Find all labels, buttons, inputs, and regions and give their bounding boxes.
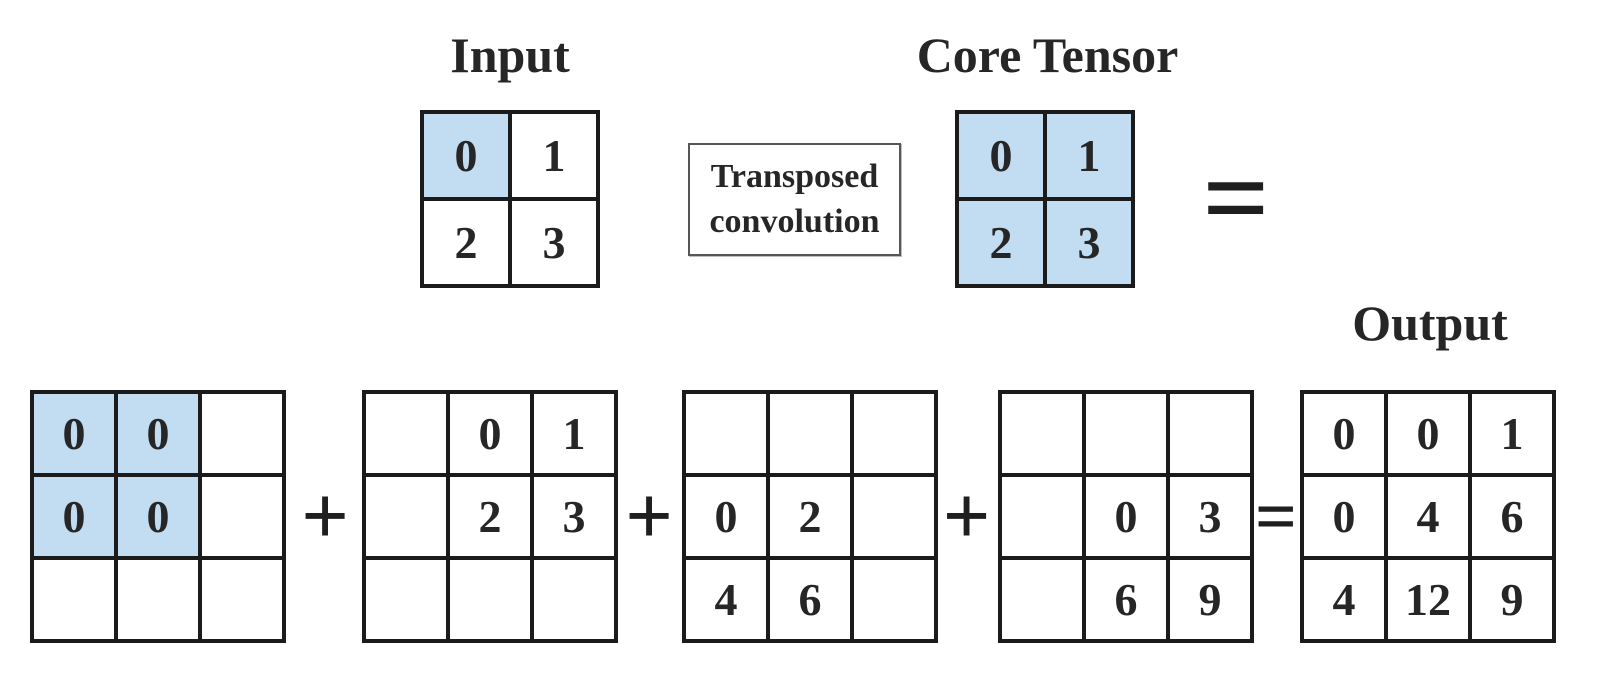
matrix-cell-r0c0 xyxy=(366,394,446,473)
matrix-cell-r1c2 xyxy=(854,477,934,556)
matrix-cell-r0c0 xyxy=(1002,394,1082,473)
matrix-cell-r0c1: 1 xyxy=(512,114,596,197)
matrix-cell-r1c2: 3 xyxy=(1170,477,1250,556)
matrix-cell-r0c1: 1 xyxy=(1047,114,1131,197)
matrix-cell-r1c0: 0 xyxy=(34,477,114,556)
matrix-cell-r2c0: 4 xyxy=(686,560,766,639)
matrix-cell-r1c1: 3 xyxy=(512,201,596,284)
matrix-cell-r1c0 xyxy=(1002,477,1082,556)
plus-sign-1: + xyxy=(301,469,349,563)
matrix-cell-r2c2 xyxy=(854,560,934,639)
matrix-cell-r0c2 xyxy=(854,394,934,473)
matrix-cell-r0c0: 0 xyxy=(424,114,508,197)
matrix-cell-r0c1 xyxy=(770,394,850,473)
equals-sign-bottom: = xyxy=(1254,475,1298,558)
matrix-cell-r0c1: 0 xyxy=(118,394,198,473)
matrix-cell-r2c0 xyxy=(34,560,114,639)
core-tensor-label: Core Tensor xyxy=(916,27,1179,83)
matrix-cell-r1c0 xyxy=(366,477,446,556)
matrix-cell-r0c2: 1 xyxy=(534,394,614,473)
matrix-cell-r1c2: 6 xyxy=(1472,477,1552,556)
matrix-cell-r1c1: 2 xyxy=(770,477,850,556)
matrix-cell-r1c0: 0 xyxy=(686,477,766,556)
matrix-cell-r1c2: 3 xyxy=(534,477,614,556)
matrix-cell-r1c1: 4 xyxy=(1388,477,1468,556)
matrix-cell-r2c1: 6 xyxy=(1086,560,1166,639)
matrix-cell-r0c2 xyxy=(1170,394,1250,473)
input-label: Input xyxy=(450,27,570,83)
equals-sign-top: = xyxy=(1202,132,1270,263)
transposed-convolution-box-line2: convolution xyxy=(709,202,880,240)
matrix-cell-r2c2 xyxy=(202,560,282,639)
matrix-cell-r0c0: 0 xyxy=(34,394,114,473)
matrix-cell-r1c1: 0 xyxy=(118,477,198,556)
matrix-cell-r2c1 xyxy=(450,560,530,639)
matrix-cell-r0c0 xyxy=(686,394,766,473)
matrix-cell-r2c2: 9 xyxy=(1472,560,1552,639)
transposed-convolution-box-line1: Transposed xyxy=(710,158,879,196)
matrix-cell-r1c0: 0 xyxy=(1304,477,1384,556)
matrix-cell-r1c0: 2 xyxy=(424,201,508,284)
matrix-cell-r2c2 xyxy=(534,560,614,639)
matrix-cell-r1c1: 2 xyxy=(450,477,530,556)
matrix-cell-r2c1: 12 xyxy=(1388,560,1468,639)
matrix-cell-r2c0 xyxy=(1002,560,1082,639)
transposed-convolution-box: Transposed convolution xyxy=(688,143,901,256)
matrix-cell-r0c0: 0 xyxy=(1304,394,1384,473)
matrix-cell-r1c2 xyxy=(202,477,282,556)
matrix-cell-r0c0: 0 xyxy=(959,114,1043,197)
matrix-cell-r0c2: 1 xyxy=(1472,394,1552,473)
matrix-cell-r2c1 xyxy=(118,560,198,639)
matrix-cell-r0c1: 0 xyxy=(450,394,530,473)
matrix-cell-r0c1 xyxy=(1086,394,1166,473)
matrix-cell-r0c2 xyxy=(202,394,282,473)
plus-sign-2: + xyxy=(625,469,673,563)
matrix-cell-r1c0: 2 xyxy=(959,201,1043,284)
matrix-cell-r2c0: 4 xyxy=(1304,560,1384,639)
matrix-cell-r2c0 xyxy=(366,560,446,639)
matrix-cell-r1c1: 3 xyxy=(1047,201,1131,284)
matrix-cell-r0c1: 0 xyxy=(1388,394,1468,473)
matrix-cell-r1c1: 0 xyxy=(1086,477,1166,556)
matrix-cell-r2c1: 6 xyxy=(770,560,850,639)
plus-sign-3: + xyxy=(942,469,991,563)
matrix-cell-r2c2: 9 xyxy=(1170,560,1250,639)
output-label: Output xyxy=(1352,295,1508,351)
